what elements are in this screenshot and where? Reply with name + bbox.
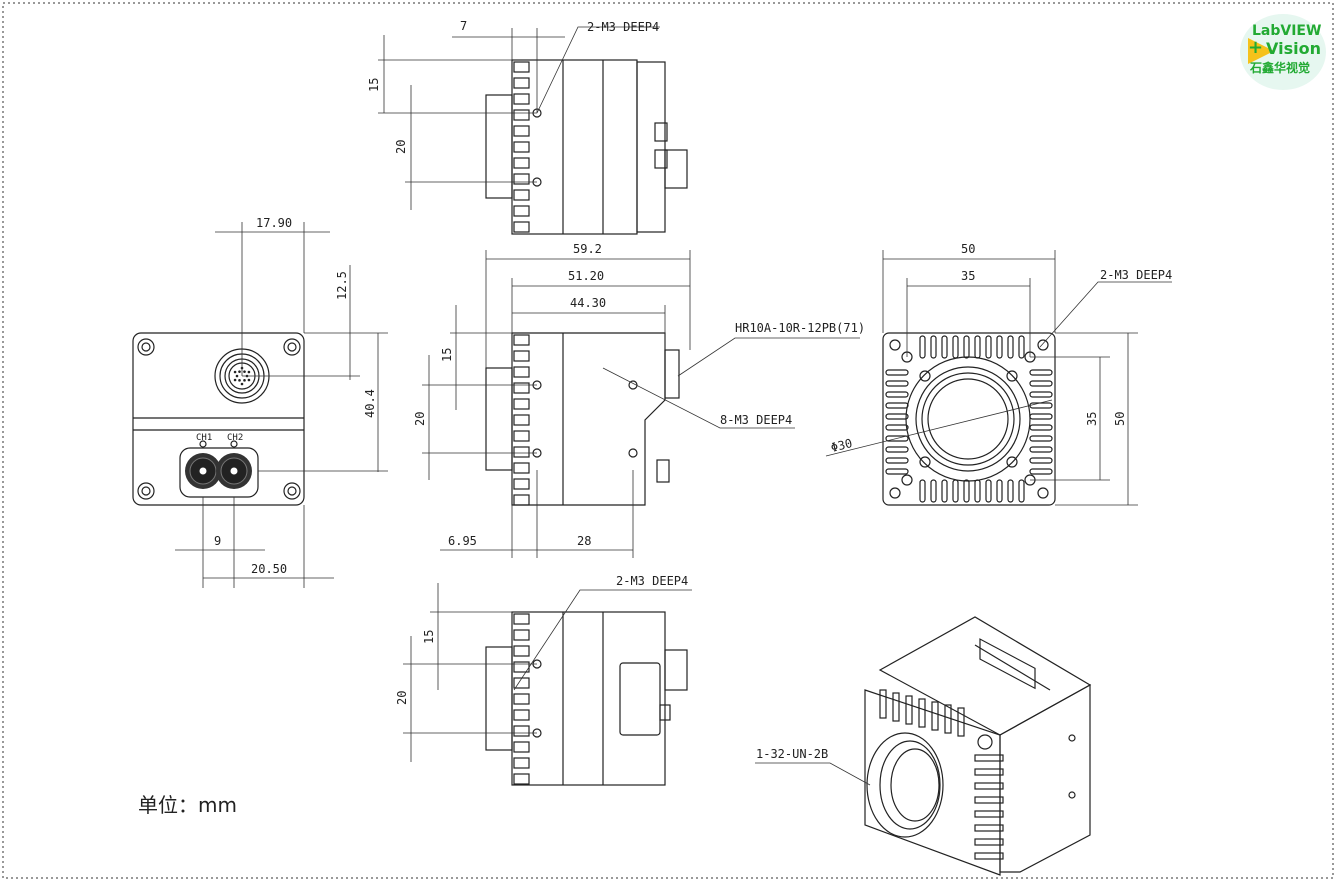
cooling-fin [513,382,530,394]
mount-hole [1037,487,1049,499]
bottom-hole-label: 2-M3 DEEP4 [616,574,688,588]
mount-hole [889,339,901,351]
cooling-fin [513,173,530,185]
unit-label: 单位：mm [138,793,237,817]
cooling-fin [513,478,530,490]
mount-hole [1006,456,1018,468]
lens-front-view: 50 35 35 50 Φ30 2-M3 DEEP4 [825,242,1172,506]
lens-dim-50-w: 50 [961,242,975,256]
dim-12-5: 12.5 [335,271,349,300]
cooling-fin [513,709,530,721]
connector-label: HR10A-10R-12PB(71) [735,321,865,335]
mount-hole [283,482,301,500]
cooling-fin [513,494,530,506]
lens-dim-35-h: 35 [1085,412,1099,426]
logo-line1: LabVIEW [1252,23,1322,39]
cooling-fin [513,430,530,442]
mount-hole [889,487,901,499]
lens-hole-label: 2-M3 DEEP4 [1100,268,1172,282]
diameter-label: Φ30 [829,436,853,455]
mount-hole [919,456,931,468]
side-dim-15: 15 [440,348,454,362]
dim-59-2: 59.2 [573,242,602,256]
top-dim-15: 15 [367,78,381,92]
dim-44-30: 44.30 [570,296,606,310]
ch2-label: CH2 [227,433,243,443]
cooling-fin [513,61,530,73]
mount-hole [137,338,155,356]
dim-40-4: 40.4 [363,389,377,418]
cooling-fin [513,629,530,641]
cooling-fin [513,725,530,737]
side-dim-20: 20 [413,412,427,426]
dim-9: 9 [214,534,221,548]
logo-line2: Vision [1266,39,1321,58]
cooling-fin [513,398,530,410]
mount-hole [283,338,301,356]
dim-17-90: 17.90 [256,216,292,230]
rear-view: CH1 CH2 17.90 12.5 40.4 9 20.50 [132,216,388,588]
dim-7: 7 [460,19,467,33]
side-hole-label: 8-M3 DEEP4 [720,413,792,427]
cooling-fin [513,205,530,217]
cooling-fin [513,462,530,474]
dim-6-95: 6.95 [448,534,477,548]
mount-hole [919,370,931,382]
mount-hole [901,474,913,486]
logo-plus: + [1248,37,1264,58]
cooling-fin [513,141,530,153]
cooling-fin [513,773,530,785]
cooling-fin [513,350,530,362]
mount-label: 1-32-UN-2B [756,747,828,761]
cooling-fin [513,446,530,458]
coaxpress-port-ch1 [185,453,221,489]
dim-20-50: 20.50 [251,562,287,576]
mount-hole [1006,370,1018,382]
side-view: 59.2 51.20 44.30 15 20 6.95 28 HR10A-10R… [413,242,865,558]
dim-28: 28 [577,534,591,548]
mount-hole [1037,339,1049,351]
mount-hole [137,482,155,500]
top-view: 7 2-M3 DEEP4 15 20 [367,19,688,235]
top-hole-label: 2-M3 DEEP4 [587,20,659,34]
lens-dim-50-h: 50 [1113,412,1127,426]
cooling-fin [513,693,530,705]
dim-51-20: 51.20 [568,269,604,283]
labview-vision-logo: LabVIEW + Vision 石鑫华视觉 [1240,14,1326,90]
cooling-fin [513,757,530,769]
cooling-fin [513,125,530,137]
cooling-fin [513,109,530,121]
cooling-fin [513,77,530,89]
bottom-dim-15: 15 [422,630,436,644]
cooling-fin [513,334,530,346]
bottom-view: 2-M3 DEEP4 15 20 [395,574,692,786]
cooling-fin [513,93,530,105]
coaxpress-port-ch2 [216,453,252,489]
isometric-view: 1-32-UN-2B [755,616,1092,876]
cooling-fin [513,189,530,201]
cooling-fin [513,366,530,378]
cooling-fin [513,221,530,233]
logo-line3: 石鑫华视觉 [1250,61,1311,75]
cooling-fin [513,741,530,753]
cooling-fin [513,645,530,657]
cooling-fin [513,157,530,169]
lens-dim-35-w: 35 [961,269,975,283]
cooling-fin [513,613,530,625]
ch1-label: CH1 [196,433,212,443]
cooling-fin [513,414,530,426]
top-dim-20: 20 [394,140,408,154]
bottom-dim-20: 20 [395,691,409,705]
